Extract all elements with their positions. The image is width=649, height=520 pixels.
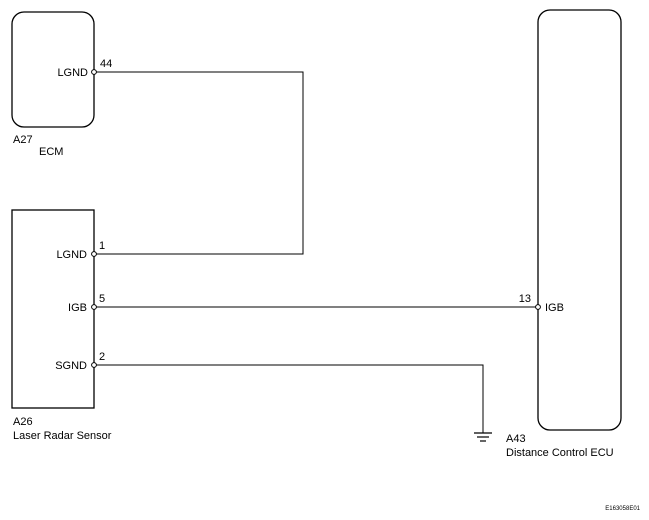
ecm-name: ECM xyxy=(39,146,63,158)
ecu-code: A43 xyxy=(506,433,526,445)
sensor-sgnd-pin-number: 2 xyxy=(99,351,105,363)
sensor-sgnd-terminal xyxy=(91,362,97,368)
sensor-sgnd-label: SGND xyxy=(55,360,87,372)
wire-sgnd-to-ground xyxy=(94,364,484,433)
laser-radar-sensor-box xyxy=(11,209,95,409)
sensor-lgnd-label: LGND xyxy=(56,249,87,261)
ecm-lgnd-label: LGND xyxy=(57,67,88,79)
sensor-code: A26 xyxy=(13,416,33,428)
ecm-lgnd-pin-number: 44 xyxy=(100,58,112,70)
figure-id: E163058E01 xyxy=(605,506,640,512)
sensor-igb-terminal xyxy=(91,304,97,310)
ecu-igb-pin-number: 13 xyxy=(519,293,531,305)
sensor-igb-label: IGB xyxy=(68,302,87,314)
sensor-lgnd-terminal xyxy=(91,251,97,257)
distance-control-ecu-box xyxy=(537,9,622,431)
ecu-igb-terminal xyxy=(535,304,541,310)
sensor-lgnd-pin-number: 1 xyxy=(99,240,105,252)
ecm-lgnd-terminal xyxy=(91,69,97,75)
sensor-igb-pin-number: 5 xyxy=(99,293,105,305)
ground-symbol xyxy=(474,432,492,442)
wire-lgnd-ecm-to-sensor xyxy=(94,71,304,255)
ecu-igb-label: IGB xyxy=(545,302,564,314)
ecu-name: Distance Control ECU xyxy=(506,447,614,459)
sensor-name: Laser Radar Sensor xyxy=(13,430,112,442)
ecm-code: A27 xyxy=(13,134,33,146)
